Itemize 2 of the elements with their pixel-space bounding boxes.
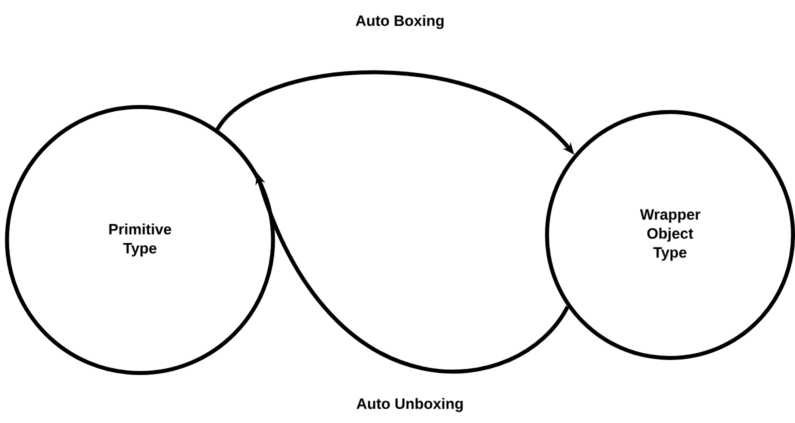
edge-label: Auto Boxing [354, 14, 446, 30]
edge-label: Auto Unboxing [355, 396, 465, 414]
